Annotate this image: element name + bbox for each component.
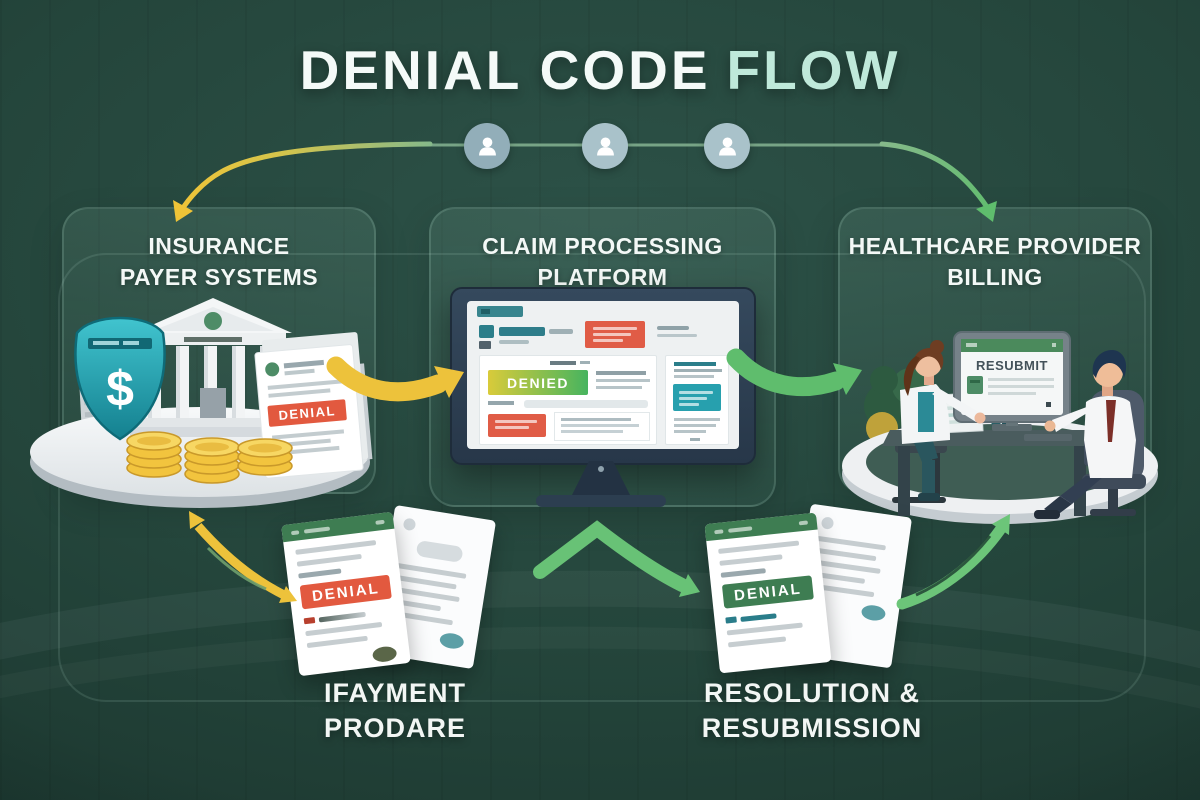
claim-card: DENIED (479, 355, 657, 445)
monitor-base (536, 495, 666, 507)
denial-tag: DENIAL (299, 574, 392, 610)
keyboard (1024, 434, 1072, 441)
claim-monitor: DENIED (450, 287, 756, 465)
denied-status-chip: DENIED (488, 370, 588, 395)
shield-dollar-icon: $ (74, 316, 166, 441)
denial-tag: DENIAL (721, 575, 814, 609)
resolution-doc-front: DENIAL (704, 512, 832, 674)
resolution-resubmission-label: RESOLUTION & RESUBMISSION (701, 678, 923, 744)
person-icon (478, 137, 496, 155)
browser-tab (477, 306, 523, 317)
denial-tag-text: DENIAL (278, 403, 336, 423)
person-icon (596, 137, 614, 155)
claim-avatar-chip (479, 325, 494, 338)
claim-screen: DENIED (467, 301, 739, 449)
denial-code-chip (488, 414, 546, 437)
coins-icon (126, 431, 293, 484)
person-node-3 (704, 123, 750, 169)
monitor-power-dot (598, 466, 604, 472)
dollar-symbol: $ (106, 361, 134, 417)
payment-doc-front: DENIAL (281, 511, 411, 677)
provider-illustration: RESUBMIT (842, 331, 1158, 524)
alert-badge (585, 321, 645, 348)
insurance-illustration: $ DENIAL (30, 298, 373, 508)
person-icon (718, 137, 736, 155)
payment-procedure-label: IFAYMENT PRODARE (323, 678, 467, 744)
woman-figure (900, 340, 986, 501)
title-main: DENIAL CODE (299, 39, 711, 101)
resubmit-monitor: RESUBMIT (953, 331, 1072, 441)
resubmit-label: RESUBMIT (976, 358, 1048, 373)
title-accent: FLOW (726, 39, 901, 101)
man-figure (1034, 350, 1146, 519)
summary-card (665, 355, 729, 445)
person-node-1 (464, 123, 510, 169)
person-node-2 (582, 123, 628, 169)
